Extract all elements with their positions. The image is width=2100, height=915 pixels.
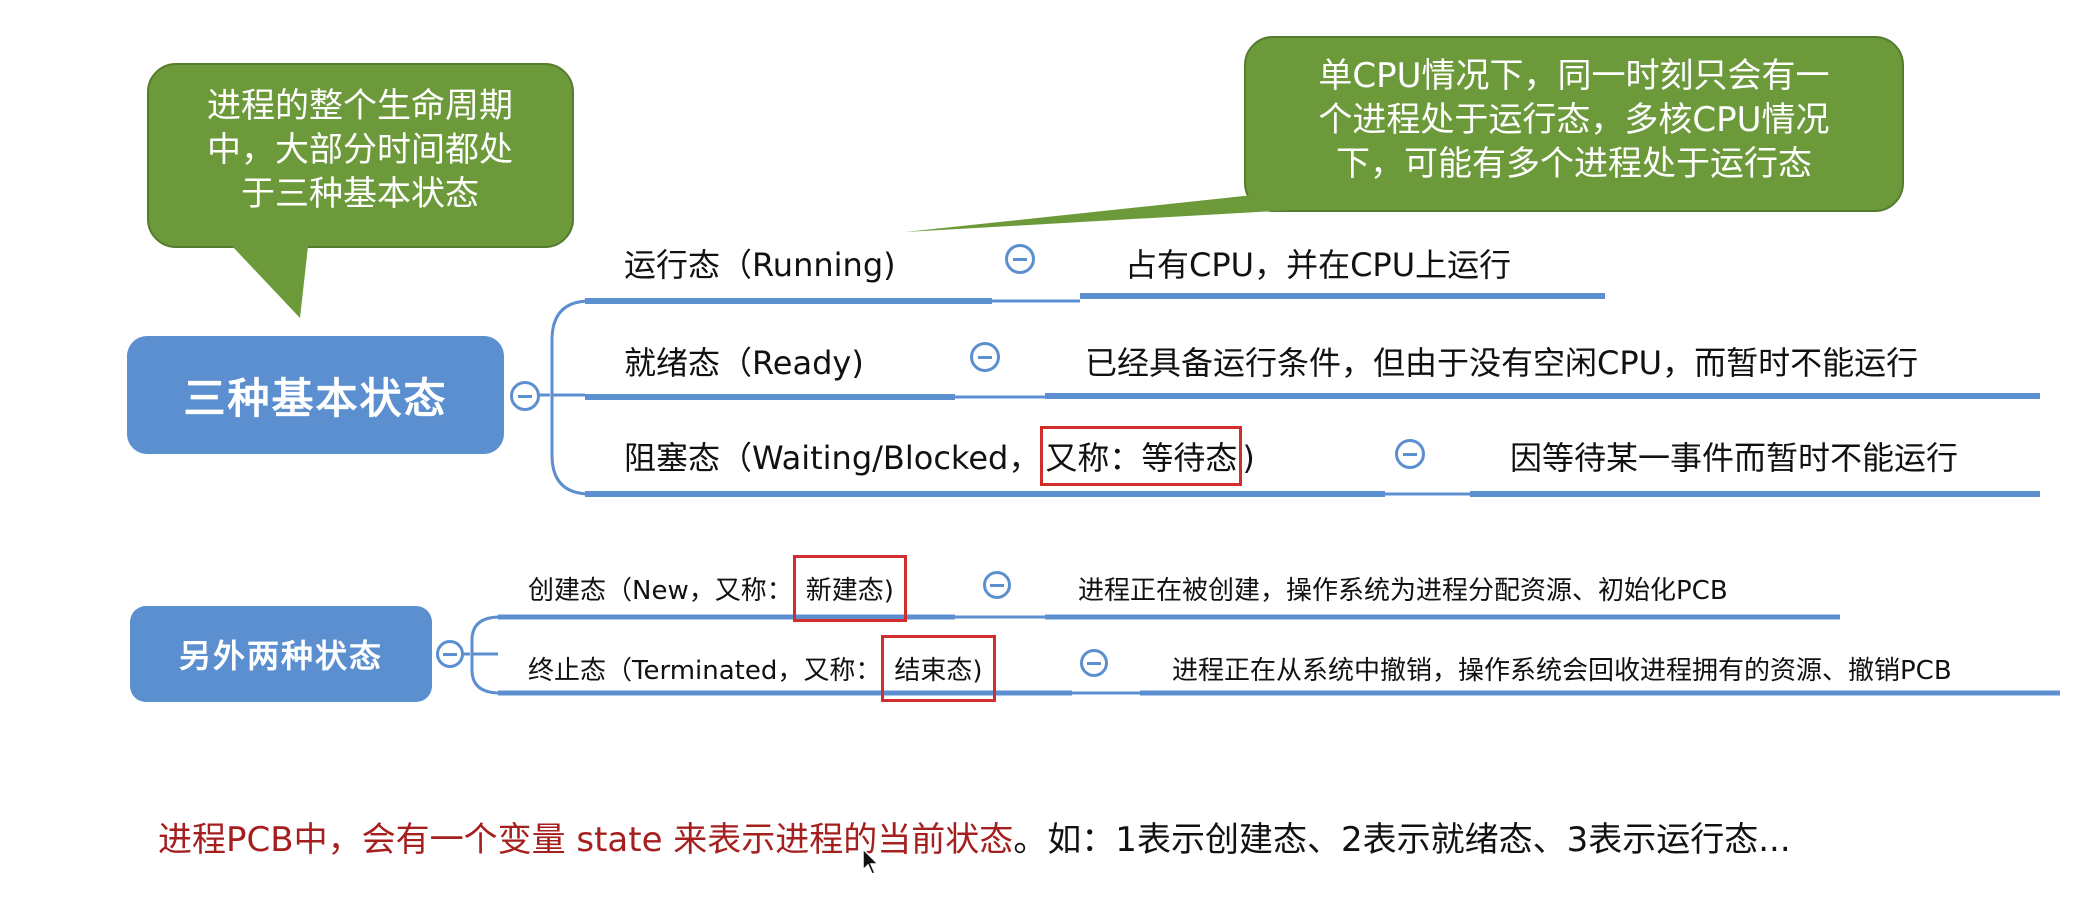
callout-right: 单CPU情况下，同一时刻只会有一 个进程处于运行态，多核CPU情况 下，可能有多…	[1245, 54, 1903, 187]
state-ready-name: 就绪态（Ready)	[624, 344, 864, 382]
root-node-basic-states[interactable]: 三种基本状态	[127, 336, 504, 454]
state-new-name-prefix: 创建态（New，又称：	[528, 576, 793, 606]
state-ready-desc: 已经具备运行条件，但由于没有空闲CPU，而暂时不能运行	[1085, 344, 1919, 382]
callout-left-line: 于三种基本状态	[241, 174, 479, 215]
state-blocked-name-suffix: )	[1242, 439, 1255, 477]
alias-highlight-box: 又称：等待态	[1040, 426, 1243, 486]
callout-left-line: 进程的整个生命周期	[207, 86, 513, 126]
state-blocked-label: 阻塞态（Waiting/Blocked，又称：等待态)	[624, 426, 1255, 486]
collapse-icon[interactable]	[510, 381, 540, 411]
state-new-alias: 新建态)	[805, 576, 894, 606]
callout-left-line: 中，大部分时间都处	[207, 130, 513, 171]
collapse-icon[interactable]	[1395, 439, 1425, 469]
mouse-cursor-icon	[862, 848, 880, 875]
state-running-name: 运行态（Running)	[624, 246, 896, 284]
root-node-other-label: 另外两种状态	[178, 637, 383, 675]
state-terminated-alias: 结束态)	[894, 656, 983, 686]
state-running-label: 运行态（Running)	[624, 240, 896, 286]
state-new-label: 创建态（New，又称： 新建态)	[528, 555, 907, 622]
state-new-desc: 进程正在被创建，操作系统为进程分配资源、初始化PCB	[1078, 576, 1728, 606]
bottom-note: 进程PCB中，会有一个变量 state 来表示进程的当前状态。如：1表示创建态、…	[158, 812, 1791, 861]
alias-highlight-box: 新建态)	[792, 555, 907, 622]
state-terminated-desc: 进程正在从系统中撤销，操作系统会回收进程拥有的资源、撤销PCB	[1172, 656, 1952, 686]
callout-right-shape	[905, 36, 1904, 232]
root-node-other-states[interactable]: 另外两种状态	[130, 606, 432, 702]
state-running-desc: 占有CPU，并在CPU上运行	[1125, 246, 1512, 284]
callout-left-shape	[147, 63, 574, 318]
collapse-icon[interactable]	[970, 342, 1000, 372]
collapse-icon[interactable]	[1080, 649, 1108, 677]
state-blocked-desc: 因等待某一事件而暂时不能运行	[1510, 439, 1959, 477]
root-node-basic-label: 三种基本状态	[183, 373, 448, 423]
state-terminated-label: 终止态（Terminated，又称： 结束态)	[528, 635, 996, 702]
collapse-icon[interactable]	[436, 640, 464, 668]
collapse-icon[interactable]	[983, 571, 1011, 599]
bottom-note-black: 。如：1表示创建态、2表示就绪态、3表示运行态...	[1013, 820, 1791, 860]
alias-highlight-box: 结束态)	[881, 635, 996, 702]
callout-right-line: 下，可能有多个进程处于运行态	[1336, 144, 1812, 185]
state-blocked-alias: 又称：等待态	[1045, 439, 1238, 477]
state-blocked-name-prefix: 阻塞态（Waiting/Blocked，	[624, 439, 1041, 477]
callout-right-line: 个进程处于运行态，多核CPU情况	[1318, 100, 1830, 141]
bottom-note-red: 进程PCB中，会有一个变量 state 来表示进程的当前状态	[158, 820, 1014, 860]
state-ready-label: 就绪态（Ready)	[624, 338, 864, 384]
state-terminated-name-prefix: 终止态（Terminated，又称：	[528, 656, 882, 686]
callout-left: 进程的整个生命周期 中，大部分时间都处 于三种基本状态	[150, 84, 570, 217]
collapse-icon[interactable]	[1005, 244, 1035, 274]
callout-right-line: 单CPU情况下，同一时刻只会有一	[1318, 56, 1830, 96]
